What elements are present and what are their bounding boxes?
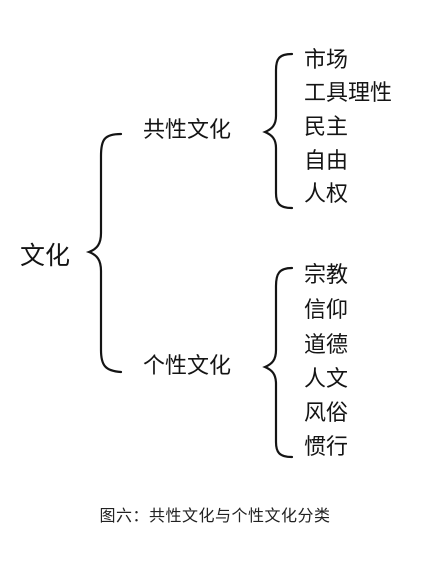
leaf-item: 市场 xyxy=(304,48,349,73)
leaf-item: 人权 xyxy=(304,182,349,207)
branch-label-individual: 个性文化 xyxy=(143,354,232,379)
branch-label-common: 共性文化 xyxy=(143,118,232,143)
common-culture-brace xyxy=(262,52,294,210)
root-brace xyxy=(85,132,123,374)
leaf-item: 惯行 xyxy=(304,435,349,460)
leaf-item: 人文 xyxy=(304,367,349,392)
leaf-item: 民主 xyxy=(304,115,349,140)
leaf-item: 宗教 xyxy=(304,263,349,288)
leaf-item: 风俗 xyxy=(304,401,349,426)
figure-caption: 图六：共性文化与个性文化分类 xyxy=(99,506,331,525)
individual-culture-brace xyxy=(262,266,294,459)
leaf-item: 自由 xyxy=(304,149,349,174)
leaf-item: 道德 xyxy=(304,333,349,358)
root-label: 文化 xyxy=(20,241,71,270)
leaf-item: 信仰 xyxy=(304,298,349,323)
leaf-item: 工具理性 xyxy=(304,81,393,106)
